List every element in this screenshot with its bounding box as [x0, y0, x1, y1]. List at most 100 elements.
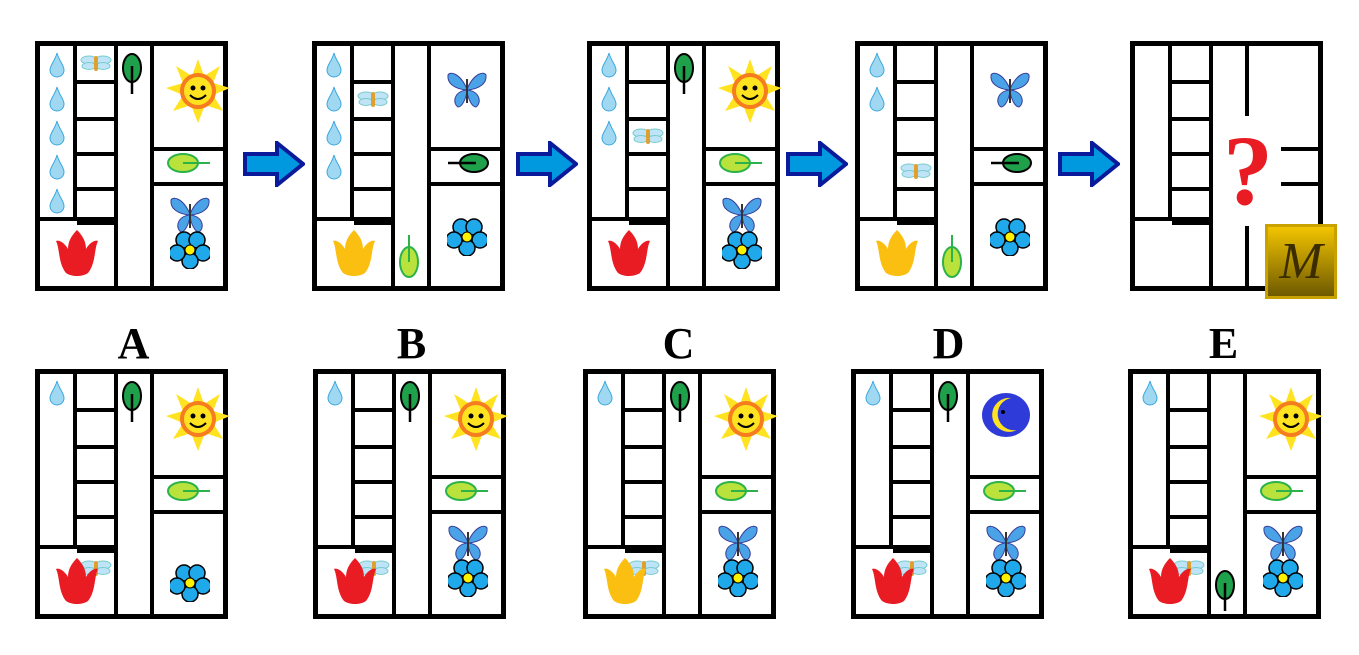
dragonfly-icon [632, 127, 664, 149]
grid-line [392, 374, 396, 619]
grid-line [629, 117, 666, 121]
grid-line [150, 374, 154, 619]
water-drop-icon [326, 52, 342, 82]
arrow-right-icon [1058, 138, 1122, 190]
grid-line [970, 46, 974, 291]
yellow-tulip-icon [331, 229, 377, 281]
grid-line [934, 46, 938, 291]
option-panel-d[interactable] [851, 369, 1044, 619]
butterfly-icon [447, 524, 489, 566]
grid-line [1172, 152, 1209, 156]
butterfly-icon [169, 196, 211, 238]
grid-line [73, 374, 77, 546]
grid-line [391, 46, 395, 291]
grid-line [702, 182, 780, 186]
light-leaf-icon [443, 480, 489, 506]
butterfly-icon [446, 71, 488, 113]
option-panel-b[interactable] [313, 369, 509, 619]
option-label-b: B [396, 319, 427, 368]
grid-line [629, 152, 666, 156]
grid-line [77, 480, 114, 484]
option-panel-c[interactable] [583, 369, 778, 619]
question-mark: ? [1215, 116, 1281, 226]
grid-line [355, 549, 392, 553]
dragonfly-icon [357, 90, 389, 112]
option-panel-e[interactable] [1128, 369, 1323, 619]
grid-line [1243, 475, 1321, 479]
grid-line [702, 46, 706, 291]
grid-line [354, 80, 391, 84]
grid-line [698, 374, 702, 619]
grid-line [77, 515, 114, 519]
grid-line [966, 374, 970, 619]
grid-line [629, 221, 666, 225]
option-panel-a[interactable] [35, 369, 230, 619]
sequence-panel-4[interactable] [855, 41, 1048, 291]
grid-line [427, 46, 431, 291]
light-leaf-icon [165, 152, 211, 178]
grid-line [77, 408, 114, 412]
water-drop-icon [49, 52, 65, 82]
grid-line [698, 510, 776, 514]
grid-line [114, 374, 118, 619]
grid-line [629, 80, 666, 84]
option-label-a: A [117, 319, 150, 368]
grid-line [150, 182, 228, 186]
dark-leaf-icon [937, 380, 959, 428]
grid-line [77, 221, 114, 225]
dragonfly-icon [1173, 559, 1205, 581]
grid-line [1243, 510, 1321, 514]
red-tulip-icon [870, 557, 916, 609]
grid-line [970, 147, 1048, 151]
water-drop-icon [869, 86, 885, 116]
dark-leaf-icon [673, 52, 695, 100]
dark-leaf-icon [446, 152, 490, 178]
grid-line [427, 147, 505, 151]
grid-line [698, 475, 776, 479]
sequence-panel-1[interactable] [35, 41, 231, 291]
grid-line [1166, 374, 1170, 546]
grid-line [966, 475, 1044, 479]
grid-line [427, 182, 505, 186]
water-drop-icon [49, 380, 65, 410]
grid-line [893, 480, 930, 484]
grid-line [1172, 117, 1209, 121]
sequence-panel-3[interactable] [587, 41, 782, 291]
butterfly-icon [717, 524, 759, 566]
grid-line [889, 374, 893, 546]
moon-icon [981, 392, 1031, 442]
grid-line [625, 549, 662, 553]
light-leaf-icon [717, 152, 763, 178]
sun-icon [443, 386, 509, 456]
arrow-right-icon [516, 138, 580, 190]
grid-line [40, 545, 118, 549]
flower-icon [445, 218, 489, 260]
red-tulip-icon [606, 229, 652, 281]
sequence-panel-2[interactable] [312, 41, 505, 291]
water-drop-icon [601, 120, 617, 150]
grid-line [1135, 217, 1213, 221]
grid-line [897, 152, 934, 156]
m-logo: M [1265, 224, 1337, 299]
grid-line [1172, 187, 1209, 191]
water-drop-icon [327, 380, 343, 410]
water-drop-icon [326, 154, 342, 184]
option-label-c: C [662, 319, 695, 368]
red-tulip-icon [332, 557, 378, 609]
water-drop-icon [597, 380, 613, 410]
flower-icon [984, 559, 1028, 601]
grid-line [625, 408, 662, 412]
dark-leaf-icon [399, 380, 421, 428]
sun-icon [165, 58, 231, 128]
grid-line [1170, 445, 1207, 449]
grid-line [350, 46, 354, 218]
water-drop-icon [869, 52, 885, 82]
grid-line [592, 217, 670, 221]
option-label-e: E [1208, 319, 1239, 368]
water-drop-icon [1142, 380, 1158, 410]
dark-leaf-icon [121, 52, 143, 100]
grid-line [77, 80, 114, 84]
dark-leaf-icon [989, 152, 1033, 178]
grid-line [150, 475, 228, 479]
grid-line [1170, 480, 1207, 484]
